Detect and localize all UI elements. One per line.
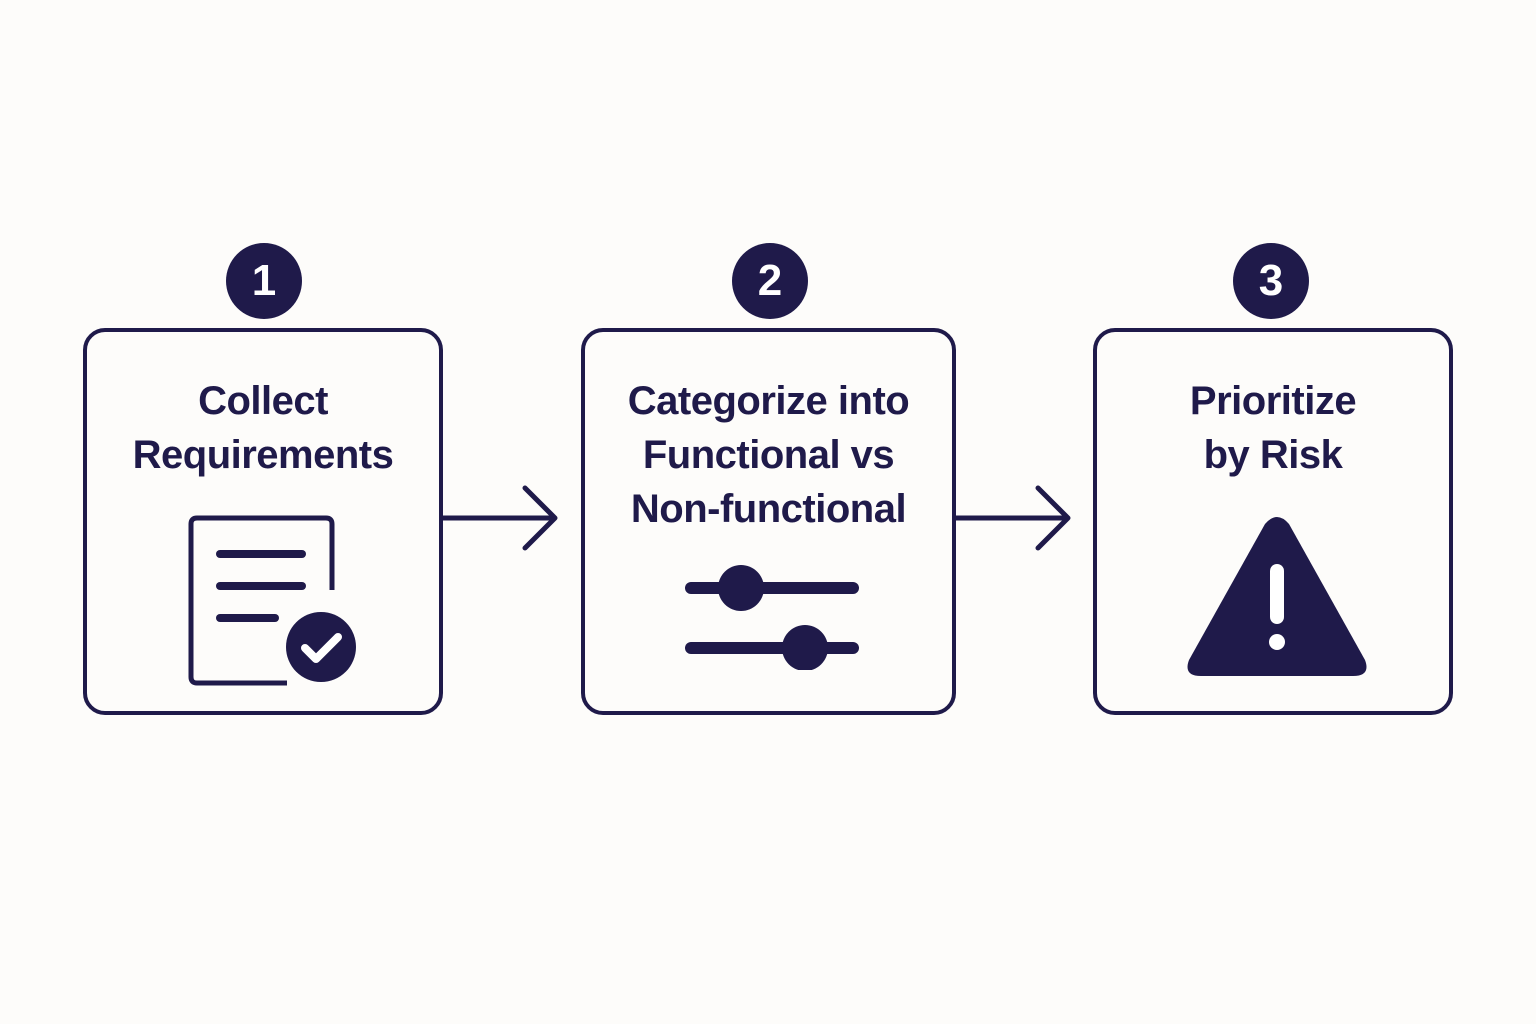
step-1-badge: 1 <box>226 243 302 319</box>
arrow-2-to-3 <box>956 485 1071 551</box>
step-1-card: Collect Requirements <box>83 328 443 715</box>
title-line: Categorize into <box>627 379 910 423</box>
step-3-card: Prioritize by Risk <box>1093 328 1453 715</box>
title-line: Non-functional <box>630 487 907 531</box>
step-2-card: Categorize into Functional vs Non-functi… <box>581 328 956 715</box>
step-title: Prioritize by Risk <box>1097 374 1449 482</box>
title-line: Collect <box>198 379 328 423</box>
sliders-icon <box>685 565 859 670</box>
step-2-badge: 2 <box>732 243 808 319</box>
step-3-badge: 3 <box>1233 243 1309 319</box>
step-title: Collect Requirements <box>87 374 439 482</box>
document-check-icon <box>188 515 361 687</box>
title-line: by Risk <box>1203 433 1343 477</box>
warning-icon <box>1187 517 1367 676</box>
title-line: Functional vs <box>642 433 895 477</box>
step-number: 3 <box>1258 256 1284 305</box>
title-line: Prioritize <box>1189 379 1357 423</box>
step-title: Categorize into Functional vs Non-functi… <box>585 374 952 536</box>
arrow-1-to-2 <box>443 485 558 551</box>
step-number: 1 <box>251 256 277 305</box>
step-number: 2 <box>757 256 783 305</box>
title-line: Requirements <box>132 433 394 477</box>
